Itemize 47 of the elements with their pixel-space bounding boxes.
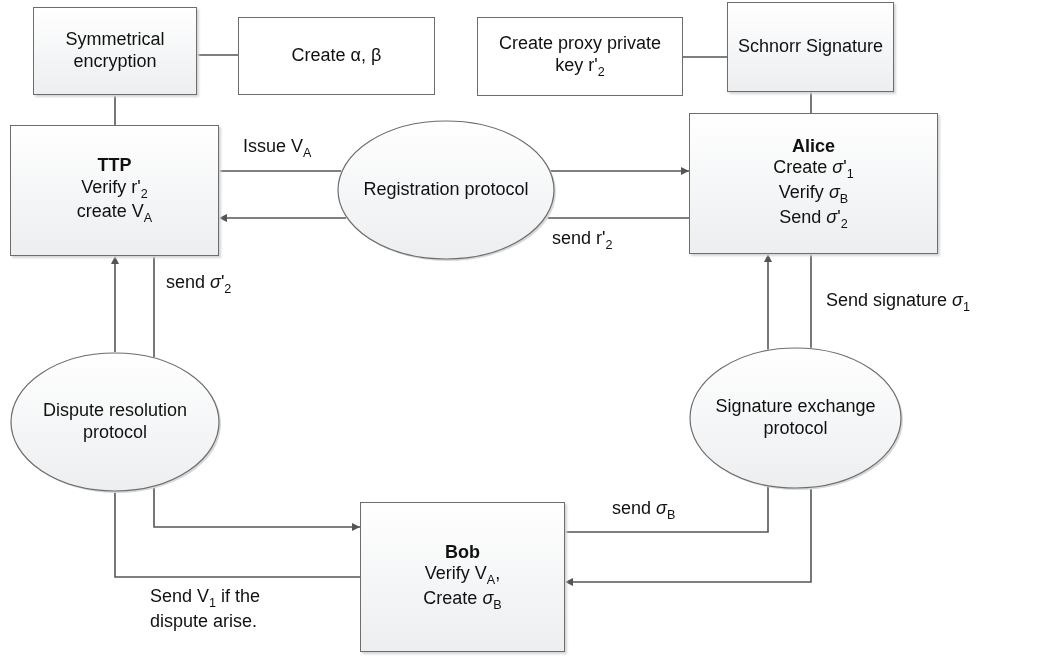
node-title: Bob xyxy=(445,541,480,564)
node-label: Symmetrical encryption xyxy=(64,29,166,73)
process-box xyxy=(33,7,197,95)
process-box xyxy=(477,17,683,96)
connector-line xyxy=(153,255,155,358)
arrow xyxy=(564,487,812,586)
edge-label: send σ$_{B}$ xyxy=(612,498,676,523)
edge-label: Send V$_{1}$ if the dispute arise. xyxy=(150,586,262,633)
node-label: Verify V$_{A}$, xyxy=(424,563,501,588)
node-label: create V$_{A}$ xyxy=(76,201,153,226)
connector-line xyxy=(196,54,239,56)
connector-line xyxy=(810,253,812,349)
node-label: Verify r'$_{2}$ xyxy=(81,176,148,202)
connector-line xyxy=(114,491,361,578)
edge-label: send r'$_{2}$ xyxy=(552,228,613,253)
node-title: Alice xyxy=(792,135,835,158)
arrow xyxy=(218,214,347,222)
node-label: Schnorr Signature xyxy=(737,36,884,58)
arrow xyxy=(153,486,361,531)
process-box xyxy=(238,17,435,95)
protocol-ellipse xyxy=(689,347,902,489)
edge-label: Send signature σ$_{1}$ xyxy=(826,290,970,315)
node-label: Verify σ$_{B}$ xyxy=(778,181,849,207)
edge-label: send σ'$_{2}$ xyxy=(166,272,232,297)
node-label: Create σ'$_{1}$ xyxy=(773,157,854,182)
node-label: Registration protocol xyxy=(363,179,529,201)
connector-line xyxy=(810,91,812,114)
node-label: Create proxy private key r'$_{2}$ xyxy=(497,33,663,80)
entity-box xyxy=(10,125,219,256)
entity-box xyxy=(689,113,938,254)
connector-line xyxy=(682,56,728,58)
node-title: TTP xyxy=(97,155,132,177)
node-label: Create σ$_{B}$ xyxy=(423,587,502,613)
connector-line xyxy=(218,170,342,172)
node-label: Send σ'$_{2}$ xyxy=(779,206,848,232)
entity-box xyxy=(360,502,565,652)
connector-line xyxy=(114,94,116,126)
node-label: Create α, β xyxy=(291,45,382,67)
arrow xyxy=(111,255,119,353)
edge-label: Issue V$_{A}$ xyxy=(243,136,312,161)
node-label: Signature exchange protocol xyxy=(714,396,877,440)
connector-line xyxy=(564,485,769,533)
arrow xyxy=(550,167,690,175)
node-label: Dispute resolution protocol xyxy=(41,400,189,444)
process-box xyxy=(727,2,894,92)
arrow xyxy=(764,253,772,351)
protocol-ellipse xyxy=(10,352,220,492)
